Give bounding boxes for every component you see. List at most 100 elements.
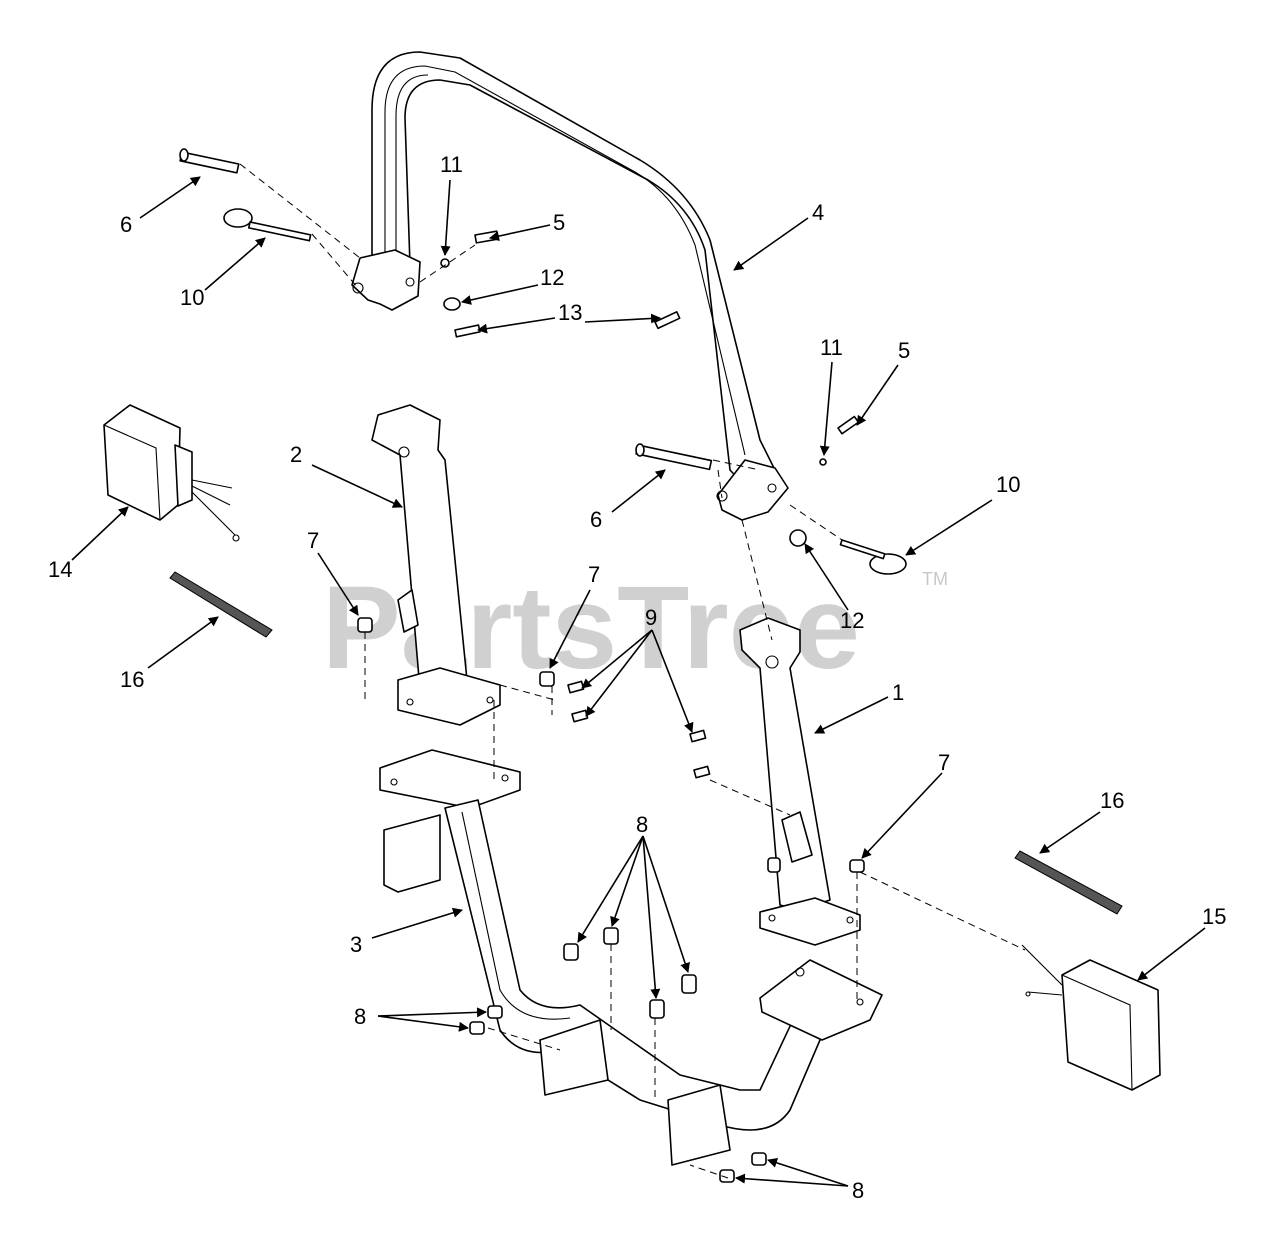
nut-12-lower (789, 529, 807, 547)
screw-13-b (654, 311, 681, 330)
callout-5a: 5 (553, 210, 565, 235)
callout-1: 1 (892, 680, 904, 705)
callout-9: 9 (645, 605, 657, 630)
arrow-2 (311, 464, 403, 508)
callout-4: 4 (812, 200, 824, 225)
arrow-9-2 (585, 629, 653, 717)
fastener-9-c (689, 729, 707, 743)
callout-14: 14 (48, 557, 72, 582)
callout-10b: 10 (996, 472, 1020, 497)
part-14-left-work-light (103, 404, 240, 542)
arrow-9-1 (581, 629, 653, 689)
fastener-7-right (849, 859, 865, 873)
arrow-7a (317, 552, 359, 616)
arrow-11b (819, 361, 833, 456)
callout-10a: 10 (180, 285, 204, 310)
arrow-3 (371, 907, 463, 939)
nut-11-upper (440, 258, 450, 268)
clip-10-lower-shaft (839, 539, 886, 560)
callout-12b: 12 (840, 608, 864, 633)
callout-2: 2 (290, 442, 302, 467)
pin-6-lower (635, 444, 713, 471)
fastener-9-b (571, 709, 589, 723)
pin-6-upper-head (179, 148, 189, 162)
callout-8c: 8 (852, 1178, 864, 1203)
arrow-11a (440, 179, 451, 256)
part-3-lower-base-frame (379, 749, 883, 1166)
arrow-9-3 (651, 629, 694, 733)
bolt-8-g (751, 1152, 767, 1166)
arrow-8a-2 (610, 835, 644, 927)
bolt-8-c (681, 974, 697, 994)
arrow-8b-1 (377, 1007, 487, 1018)
fastener-7-post (767, 857, 781, 873)
part-16-springs (169, 571, 1123, 915)
arrow-16a (147, 616, 219, 669)
bolt-8-b (603, 927, 619, 945)
pin-6-lower-head (635, 443, 645, 457)
callout-15: 15 (1202, 904, 1226, 929)
arrow-15 (1137, 927, 1206, 981)
bolt-8-d (649, 999, 665, 1019)
callout-labels: 1 2 3 4 5 5 6 6 7 7 7 8 8 8 9 10 10 11 1… (48, 152, 1226, 1203)
arrow-8a-3 (642, 835, 661, 999)
part-2-left-post (371, 404, 501, 726)
arrow-5a (489, 224, 551, 241)
arrow-8c-2 (735, 1173, 849, 1187)
arrow-7b (549, 589, 591, 669)
bolt-8-f (469, 1021, 485, 1035)
arrow-4 (733, 217, 809, 271)
part-1-right-post (739, 617, 861, 946)
arrow-6b (611, 469, 666, 513)
arrow-13-1 (477, 317, 556, 334)
assembly-alignment-lines (239, 163, 1026, 1179)
callout-11b: 11 (820, 335, 843, 360)
watermark-trademark: TM (922, 569, 948, 589)
nut-12-upper (443, 297, 461, 311)
callout-8b: 8 (354, 1004, 366, 1029)
nut-11-lower (819, 458, 827, 466)
part-15-right-work-light (1021, 944, 1161, 1091)
callout-7a: 7 (307, 528, 319, 553)
screw-13-a (454, 324, 481, 338)
arrow-12b (804, 543, 849, 611)
arrow-7c (861, 772, 943, 859)
callout-11a: 11 (440, 152, 463, 177)
bolt-8-e (487, 1005, 503, 1019)
callout-3: 3 (350, 932, 362, 957)
arrow-6a (139, 176, 201, 219)
arrow-8a-1 (577, 835, 644, 943)
callout-5b: 5 (898, 338, 910, 363)
callout-7b: 7 (588, 562, 600, 587)
callout-12a: 12 (540, 265, 564, 290)
callout-16a: 16 (120, 667, 144, 692)
arrow-1 (814, 696, 889, 734)
callout-7c: 7 (938, 750, 950, 775)
arrow-5b (856, 364, 899, 426)
pin-6-upper (179, 151, 240, 174)
bolt-8-a (563, 943, 579, 961)
arrow-10a (204, 237, 266, 291)
arrow-14 (71, 506, 129, 561)
callout-6a: 6 (120, 212, 132, 237)
bolt-5-lower (837, 415, 860, 435)
fastener-9-d (693, 765, 711, 779)
clip-10-upper-shaft (247, 221, 312, 242)
arrow-13-2 (584, 313, 661, 324)
arrow-8b-2 (377, 1015, 469, 1032)
arrow-8a-4 (642, 835, 690, 973)
callout-8a: 8 (636, 812, 648, 837)
arrow-10b (905, 499, 993, 556)
leader-arrows (71, 176, 1206, 1187)
arrow-12a (461, 284, 539, 305)
arrow-8c-1 (767, 1158, 849, 1187)
fastener-7-left (357, 617, 373, 633)
fastener-7-mid (539, 671, 555, 687)
arrow-16b (1039, 811, 1101, 854)
part-4-upper-roll-bar (351, 51, 789, 521)
clip-10-upper (223, 208, 253, 228)
callout-16b: 16 (1100, 788, 1124, 813)
bolt-8-h (719, 1169, 735, 1183)
callout-13: 13 (558, 300, 582, 325)
